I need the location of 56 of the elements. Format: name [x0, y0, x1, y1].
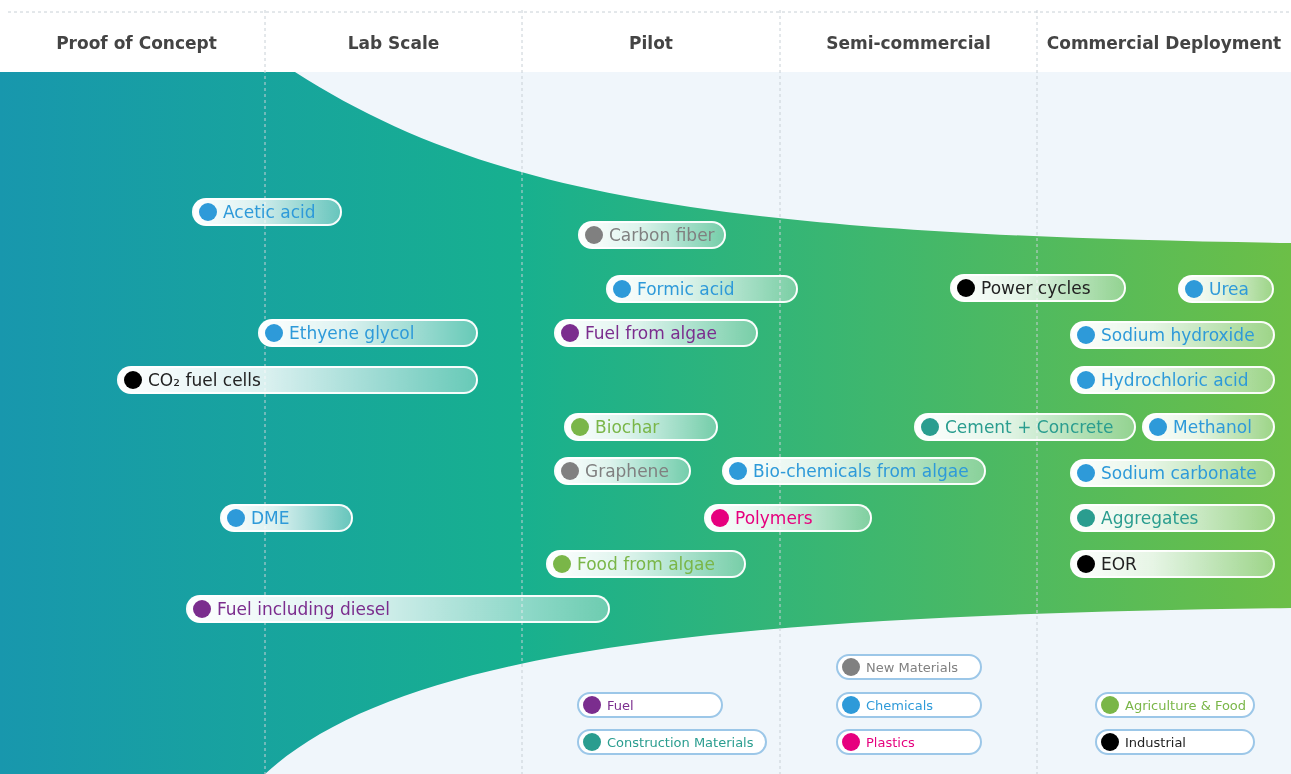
legend-label: Fuel: [607, 697, 634, 713]
tag-pill: [546, 550, 746, 578]
tag-pill: [1142, 413, 1275, 441]
tag-pill: [1070, 550, 1275, 578]
tag-label: Power cycles: [981, 278, 1091, 298]
tag-label: Fuel including diesel: [217, 599, 391, 619]
tag-label: Carbon fiber: [609, 225, 715, 245]
tag-pill: [220, 504, 353, 532]
tag-label: Biochar: [595, 417, 660, 437]
tag-pill: [722, 457, 986, 485]
legend-label: Chemicals: [866, 697, 934, 713]
tag-pill: [704, 504, 872, 532]
tag-pill: [1070, 366, 1275, 394]
tag-label: Polymers: [735, 508, 813, 528]
column-heading: Semi-commercial: [825, 32, 992, 55]
tag-label: Aggregates: [1101, 508, 1199, 528]
tag-pill: [914, 413, 1136, 441]
tag-pill: [606, 275, 798, 303]
column-heading: Lab Scale: [346, 32, 441, 55]
tag-pill: [578, 221, 726, 249]
column-heading: Proof of Concept: [55, 32, 218, 55]
tag-label: Fuel from algae: [585, 323, 717, 343]
tag-label: Cement + Concrete: [945, 417, 1114, 437]
tag-pill: [192, 198, 342, 226]
legend-label: Plastics: [866, 734, 915, 750]
tag-pill: [554, 457, 691, 485]
tag-pill: [564, 413, 718, 441]
legend-label: Construction Materials: [607, 734, 754, 750]
column-heading: Pilot: [628, 32, 674, 55]
tag-label: CO₂ fuel cells: [148, 370, 261, 390]
tag-pill: [950, 274, 1126, 302]
tag-label: Hydrochloric acid: [1101, 370, 1249, 390]
tag-pill: [1070, 321, 1275, 349]
tag-label: Formic acid: [637, 279, 735, 299]
tag-label: EOR: [1101, 554, 1137, 574]
tag-label: DME: [251, 508, 290, 528]
tag-pill: [258, 319, 478, 347]
legend-label: Industrial: [1125, 734, 1186, 750]
tag-pill: [186, 595, 610, 623]
legend-label: New Materials: [866, 659, 959, 675]
tag-pill: [1178, 275, 1274, 303]
tag-label: Urea: [1209, 279, 1249, 299]
tag-pill: [1070, 459, 1275, 487]
tag-pill: [554, 319, 758, 347]
tag-label: Ethyene glycol: [289, 323, 415, 343]
tag-label: Acetic acid: [223, 202, 316, 222]
tag-label: Bio-chemicals from algae: [753, 461, 969, 481]
tag-label: Food from algae: [577, 554, 715, 574]
legend-label: Agriculture & Food: [1125, 697, 1247, 713]
tag-label: Methanol: [1173, 417, 1252, 437]
column-heading: Commercial Deployment: [1045, 32, 1283, 55]
tag-pill: [117, 366, 478, 394]
tag-pill: [1070, 504, 1275, 532]
tag-label: Graphene: [585, 461, 669, 481]
tag-label: Sodium carbonate: [1101, 463, 1257, 483]
tag-label: Sodium hydroxide: [1101, 325, 1255, 345]
